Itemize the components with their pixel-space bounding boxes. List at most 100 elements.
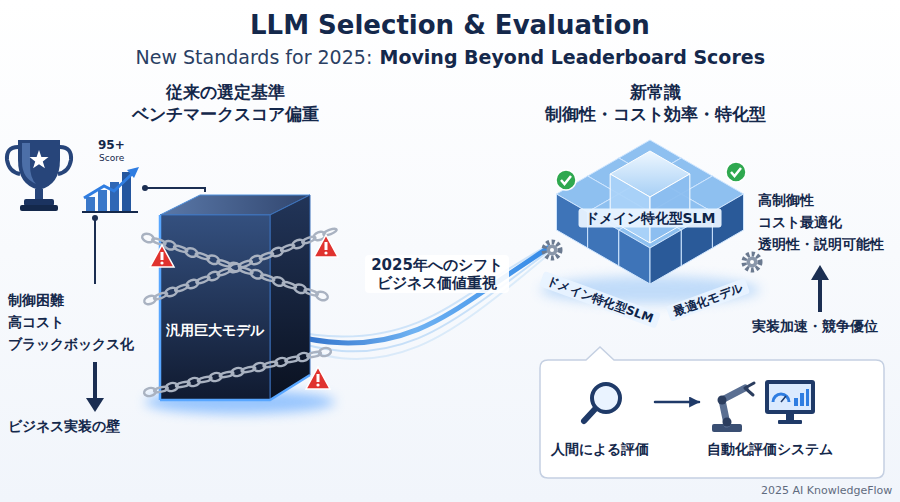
node-label: 汎用巨大モデル — [166, 322, 264, 339]
warning-triangle — [314, 235, 338, 257]
benefit-item: 高制御性 — [758, 192, 814, 209]
magnifier-handle — [584, 408, 596, 421]
monitor-stand — [786, 414, 794, 420]
cube-front — [160, 215, 270, 400]
warning-icon — [306, 367, 330, 389]
robot-arm-icon — [712, 383, 754, 432]
evaluation-panel — [540, 347, 884, 478]
robot-joint — [718, 396, 727, 405]
trophy-base — [20, 205, 58, 211]
chart-axis — [82, 211, 138, 213]
shift-flow — [270, 248, 548, 343]
chain-link — [318, 347, 331, 357]
caption: 2025 AI KnowledgeFlow — [761, 484, 892, 497]
general-model-cube: 汎用巨大モデル — [160, 215, 270, 400]
warning-icon — [150, 245, 174, 267]
warning-mark — [161, 252, 164, 260]
issue-item: 制御困難 — [8, 292, 64, 309]
up-arrow-head — [811, 265, 829, 280]
trophy-cup — [18, 140, 60, 190]
up-arrow — [818, 278, 822, 312]
check-mark — [731, 168, 741, 176]
check-circle — [726, 162, 746, 182]
trophy-icon — [7, 140, 71, 211]
chain — [143, 347, 331, 397]
leader-line — [94, 218, 96, 284]
chain-link — [315, 290, 329, 301]
result-label: 実装加速・競争優位 — [752, 318, 878, 335]
leader-line — [145, 188, 205, 192]
issue-item: 高コスト — [8, 314, 64, 331]
gear-icon — [744, 254, 760, 270]
trophy-stem — [35, 189, 43, 199]
warning-mark — [160, 261, 163, 264]
score-chart — [82, 167, 139, 212]
subtitle: Moving Beyond Leaderboard Scores — [380, 46, 765, 69]
flow-strand — [270, 255, 548, 359]
monitor-icon — [765, 380, 815, 424]
trend-arrow — [84, 174, 132, 198]
magnifier-lens — [592, 384, 620, 412]
node-label: ドメイン特化型SLM — [579, 209, 722, 228]
gear-icon — [544, 242, 560, 258]
model-illustration — [141, 140, 743, 400]
gear-hole — [750, 260, 754, 264]
human-eval-node: 人間による評価 — [545, 376, 655, 462]
score-unit: Score — [99, 153, 124, 164]
trophy-star — [30, 150, 49, 168]
monitor-screen — [769, 384, 811, 410]
chain — [143, 227, 337, 305]
slm-cluster-node: ドメイン特化型SLMドメイン特化型SLM最適化モデル — [548, 138, 758, 332]
trophy-base — [24, 199, 54, 206]
node-label: 自動化評価システム — [707, 441, 833, 458]
gear-body — [547, 245, 558, 256]
monitor-bar — [800, 393, 804, 406]
cube-edge-glow — [160, 215, 310, 400]
benefit-item: 透明性・説明可能性 — [758, 236, 884, 253]
gear-body — [747, 257, 758, 268]
trend-arrow-head — [127, 167, 139, 178]
cube-side — [270, 195, 310, 400]
gear-hole — [550, 248, 554, 252]
chart-bar — [86, 197, 95, 212]
monitor-needle — [781, 396, 786, 402]
title: LLM Selection & Evaluation — [250, 10, 650, 41]
monitor-frame — [765, 380, 815, 414]
section-subheading: 制御性・コスト効率・特化型 — [545, 104, 766, 124]
node-label: ドメイン特化型SLM — [539, 271, 661, 329]
chain-link — [323, 227, 338, 236]
robot-gripper — [745, 383, 754, 395]
warning-icon — [314, 235, 338, 257]
check-circle — [556, 170, 576, 190]
section-subheading: ベンチマークスコア偏重 — [132, 104, 319, 124]
flow-strands — [270, 245, 548, 359]
warning-triangle — [306, 367, 330, 389]
slm-cluster — [556, 140, 743, 284]
monitor-stand — [778, 420, 802, 424]
chain — [141, 232, 329, 301]
subtitle: New Standards for 2025: — [136, 46, 373, 69]
issue-item: ブラックボックス化 — [8, 336, 134, 353]
auto-eval-node: 自動化評価システム — [700, 376, 840, 462]
warning-triangle — [150, 245, 174, 267]
chart-bar — [98, 190, 107, 212]
flow-strand — [270, 252, 548, 352]
monitor-bar — [806, 389, 809, 406]
trophy-shine — [22, 143, 36, 184]
benefit-item: コスト最適化 — [758, 214, 842, 231]
leader-dot — [92, 215, 98, 221]
result-label: ビジネス実装の壁 — [8, 418, 120, 435]
check-icon — [726, 162, 746, 182]
warning-mark — [325, 242, 328, 250]
warning-mark — [316, 383, 319, 386]
check-icon — [556, 170, 576, 190]
magnifier-icon — [584, 384, 620, 421]
node-label: 最適化モデル — [666, 278, 751, 322]
leader-dot — [142, 185, 148, 191]
flow-strand — [270, 245, 548, 336]
gear-teeth — [544, 242, 560, 258]
monitor-bar — [794, 398, 798, 406]
monitor-gauge — [773, 394, 789, 402]
warning-mark — [317, 374, 320, 382]
gear-teeth — [744, 254, 760, 270]
